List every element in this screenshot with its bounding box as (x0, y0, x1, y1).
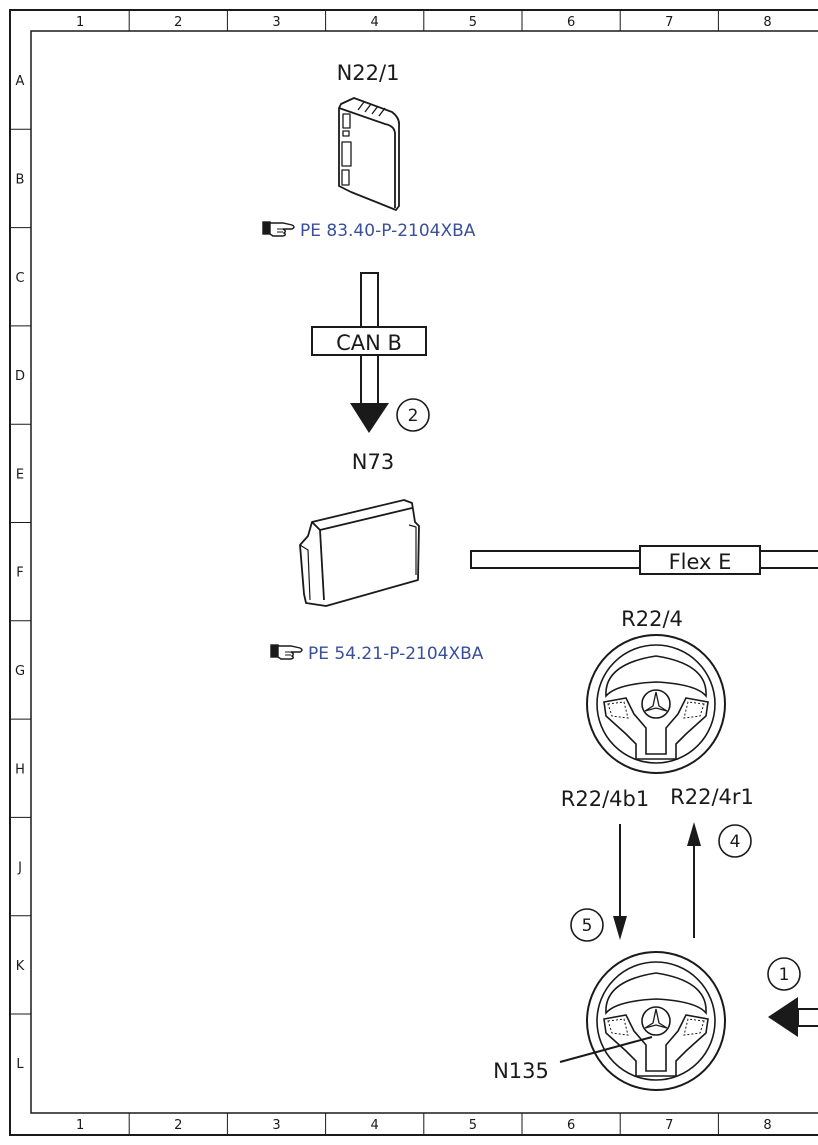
incoming-arrow (768, 997, 818, 1037)
n73-label: N73 (352, 450, 394, 474)
grid-row-G: G (15, 664, 25, 679)
grid-row-J: J (17, 861, 22, 876)
top-grid-col-2: 2 (174, 15, 182, 30)
step-2-marker: 2 (396, 398, 430, 432)
grid-row-D: D (15, 369, 25, 384)
top-grid-col-7: 7 (665, 15, 673, 30)
pointing-hand-icon (262, 221, 295, 237)
n22-1-ref-text[interactable]: PE 83.40-P-2104XBA (300, 221, 476, 241)
top-grid-col-6: 6 (567, 15, 575, 30)
grid-row-L: L (16, 1057, 24, 1072)
steering-wheel-icon (586, 634, 726, 774)
bottom-grid-col-3: 3 (272, 1118, 280, 1133)
arrow-up-r22-4r1 (687, 822, 701, 938)
bottom-grid-col-5: 5 (469, 1118, 477, 1133)
top-grid-col-3: 3 (272, 15, 280, 30)
top-grid-col-8: 8 (763, 15, 771, 30)
grid-row-C: C (15, 271, 24, 286)
n135-label: N135 (493, 1059, 549, 1083)
svg-text:4: 4 (730, 832, 741, 852)
sheet-frame (9, 9, 818, 1136)
svg-text:5: 5 (582, 916, 593, 936)
grid-row-H: H (15, 762, 25, 777)
svg-text:2: 2 (408, 406, 419, 426)
bottom-grid-col-6: 6 (567, 1118, 575, 1133)
grid-row-K: K (16, 959, 25, 974)
flex-e-label: Flex E (669, 550, 732, 574)
svg-text:1: 1 (779, 965, 790, 985)
flex-e-box (639, 545, 761, 575)
r22-4r1-label: R22/4r1 (670, 785, 754, 809)
top-grid-col-1: 1 (76, 15, 84, 30)
step-5-marker: 5 (570, 908, 604, 942)
n73-ref-text[interactable]: PE 54.21-P-2104XBA (308, 644, 484, 664)
n22-1-module-icon (338, 97, 401, 211)
n73-module-icon (299, 499, 420, 607)
bottom-grid-col-1: 1 (76, 1118, 84, 1133)
steering-wheel-icon (586, 951, 726, 1091)
arrow-down-r22-4b1 (613, 824, 627, 940)
down-arrow-icon (350, 403, 389, 433)
can-b-box (311, 326, 427, 356)
n73-reference-link[interactable]: PE 54.21-P-2104XBA (270, 644, 484, 664)
step-4-marker: 4 (718, 824, 752, 858)
top-grid-col-5: 5 (469, 15, 477, 30)
bottom-grid-col-8: 8 (763, 1118, 771, 1133)
step-1-marker: 1 (767, 957, 801, 991)
n22-1-reference-link[interactable]: PE 83.40-P-2104XBA (262, 221, 476, 241)
r22-4b1-label: R22/4b1 (561, 787, 649, 811)
n135-leader-line (559, 1036, 653, 1063)
bottom-grid-col-2: 2 (174, 1118, 182, 1133)
grid-row-B: B (16, 172, 25, 187)
can-b-connection: CAN B (311, 272, 427, 433)
bottom-grid-col-7: 7 (665, 1118, 673, 1133)
pointing-hand-icon (270, 644, 303, 660)
grid-row-F: F (16, 566, 23, 581)
flex-e-connection: Flex E (470, 545, 818, 575)
n22-1-label: N22/1 (337, 61, 400, 85)
bottom-grid-col-4: 4 (371, 1118, 379, 1133)
top-grid-col-4: 4 (371, 15, 379, 30)
grid-row-E: E (16, 467, 24, 482)
grid-row-A: A (16, 74, 25, 89)
can-b-label: CAN B (336, 331, 402, 355)
r22-4-label: R22/4 (621, 607, 683, 631)
